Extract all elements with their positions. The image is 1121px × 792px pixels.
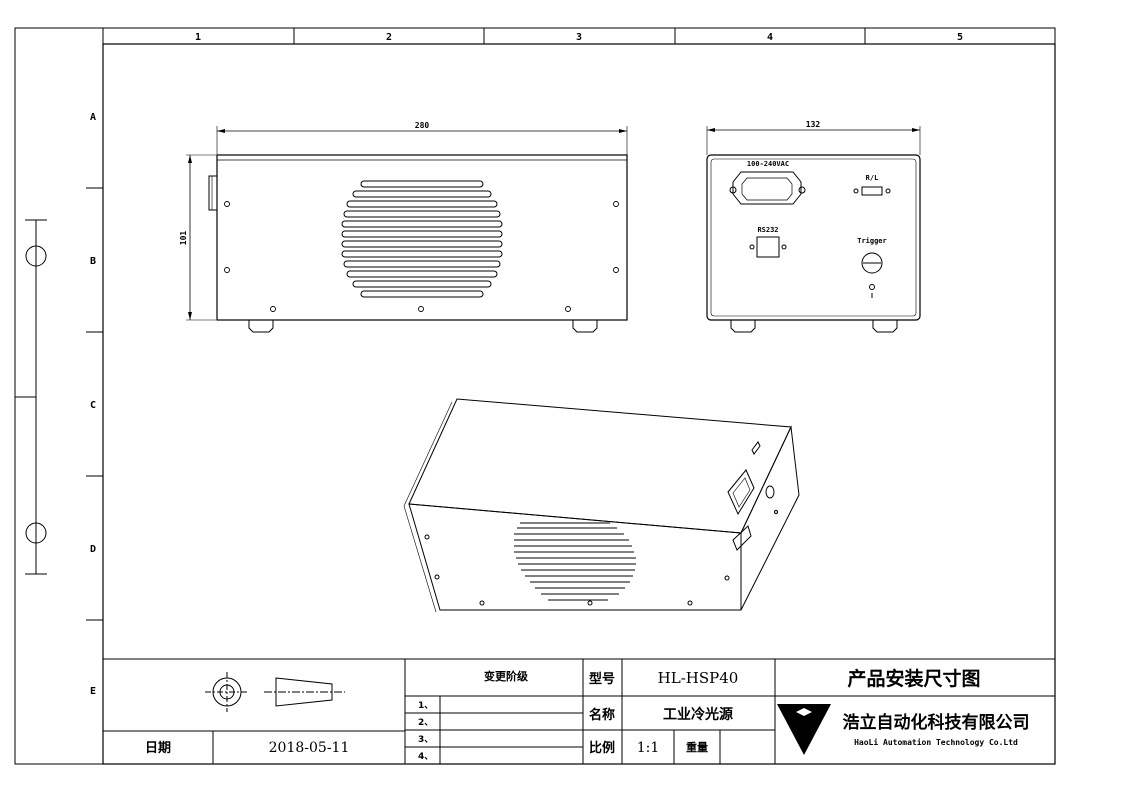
column-label: 1: [195, 32, 201, 43]
rs232-label: RS232: [757, 226, 778, 234]
change-item: 4、: [418, 752, 433, 762]
column-label: 4: [767, 32, 773, 43]
trigger-label: Trigger: [857, 237, 887, 245]
weight-label: 重量: [686, 740, 708, 754]
inner-frame: [102, 43, 1056, 765]
change-level-label: 变更阶级: [484, 669, 529, 683]
change-item: 2、: [418, 718, 433, 728]
rear-width-dimension: 132: [806, 120, 821, 129]
row-label: E: [90, 686, 96, 697]
isometric-view: [403, 398, 800, 613]
name-label: 名称: [589, 707, 615, 723]
company-logo-icon: [777, 704, 831, 755]
date-value: 2018-05-11: [269, 740, 350, 756]
company-name-cn: 浩立自动化科技有限公司: [843, 712, 1030, 733]
drawing-title: 产品安装尺寸图: [847, 667, 980, 690]
row-label: D: [90, 544, 96, 555]
model-label: 型号: [589, 671, 615, 687]
front-height-dimension: 101: [179, 231, 188, 246]
rear-view: 132 100-240VAC R/L RS232 Trigger: [706, 120, 921, 333]
change-item: 3、: [418, 735, 433, 745]
row-label: B: [90, 256, 96, 267]
front-view: 280 101: [179, 121, 628, 333]
row-label: C: [90, 400, 96, 411]
column-label: 5: [957, 32, 963, 43]
binding-marks: [15, 219, 47, 575]
power-label: 100-240VAC: [747, 160, 789, 168]
outer-frame: [14, 27, 1056, 765]
column-label: 2: [386, 32, 392, 43]
date-label: 日期: [145, 741, 171, 756]
front-width-dimension: 280: [415, 121, 430, 130]
projection-symbol-icon: [205, 672, 345, 712]
row-label: A: [90, 112, 96, 123]
column-label: 3: [576, 32, 582, 43]
model-value: HL-HSP40: [658, 669, 739, 687]
rl-label: R/L: [866, 174, 879, 182]
change-item: 1、: [418, 701, 433, 711]
company-name-en: HaoLi Automation Technology Co.Ltd: [854, 737, 1018, 747]
scale-label: 比例: [589, 740, 615, 756]
scale-value: 1:1: [637, 740, 660, 756]
name-value: 工业冷光源: [663, 706, 733, 723]
title-block: [103, 658, 1055, 764]
